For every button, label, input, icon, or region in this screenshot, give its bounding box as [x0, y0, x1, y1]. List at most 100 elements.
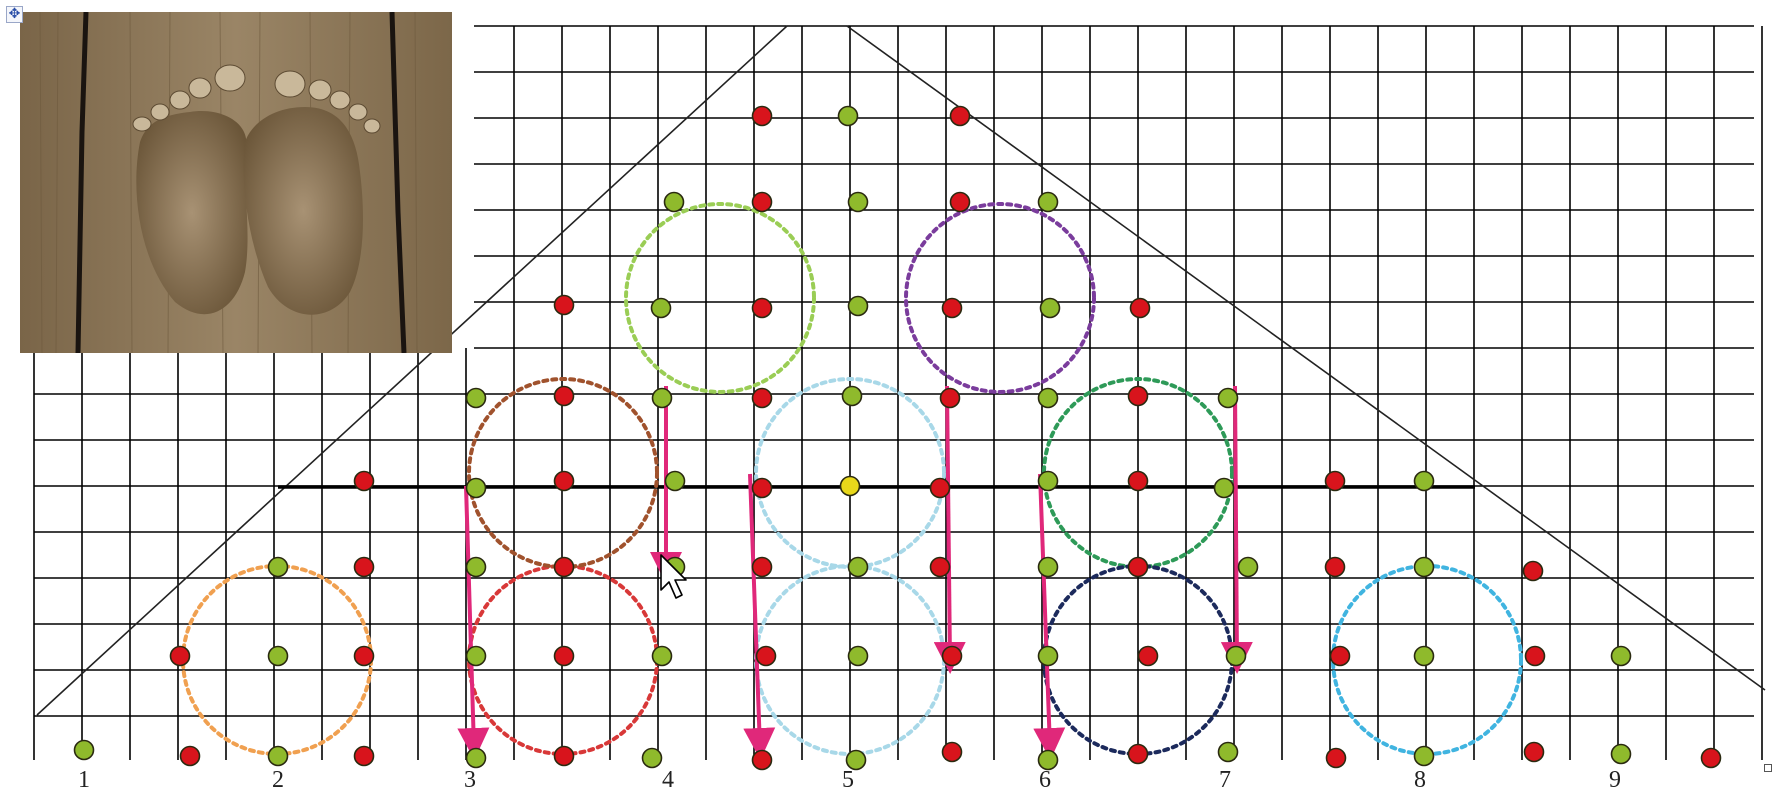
red-dot: [179, 745, 201, 767]
green-dot: [650, 297, 672, 319]
green-dot: [465, 747, 487, 769]
red-dot: [939, 387, 961, 409]
arrow: [933, 385, 966, 674]
red-dot: [553, 294, 575, 316]
arrow: [743, 473, 776, 760]
red-dot: [751, 556, 773, 578]
red-dot: [949, 191, 971, 213]
green-dot: [1610, 743, 1632, 765]
green-dot: [267, 556, 289, 578]
number-label-5: 5: [842, 767, 854, 793]
green-dot: [1213, 477, 1235, 499]
red-dot: [1127, 385, 1149, 407]
red-dot: [553, 645, 575, 667]
red-dot: [751, 105, 773, 127]
red-dot: [751, 387, 773, 409]
green-dot: [641, 747, 663, 769]
red-dot: [1522, 560, 1544, 582]
green-dot: [1413, 556, 1435, 578]
green-dot: [847, 556, 869, 578]
red-dot: [353, 745, 375, 767]
resize-handle[interactable]: [1764, 764, 1772, 772]
red-dot: [1127, 556, 1149, 578]
green-dot: [73, 739, 95, 761]
green-dot: [1217, 387, 1239, 409]
number-label-1: 1: [78, 767, 90, 793]
green-dot: [847, 645, 869, 667]
red-dot: [353, 556, 375, 578]
move-handle[interactable]: ✥: [6, 6, 23, 23]
red-dot: [353, 645, 375, 667]
green-dot: [267, 645, 289, 667]
mouse-pointer-icon: [660, 554, 687, 599]
green-dot: [651, 387, 673, 409]
red-dot: [1524, 645, 1546, 667]
green-dot: [837, 105, 859, 127]
red-dot: [553, 556, 575, 578]
green-dot: [465, 477, 487, 499]
red-dot: [941, 297, 963, 319]
green-dot: [465, 556, 487, 578]
red-dot: [1325, 747, 1347, 769]
red-dot: [929, 477, 951, 499]
number-label-8: 8: [1414, 767, 1426, 793]
green-dot: [465, 645, 487, 667]
red-dot: [353, 470, 375, 492]
green-dot: [1037, 556, 1059, 578]
green-dot: [663, 191, 685, 213]
green-dot: [1037, 191, 1059, 213]
yellow-dot: [839, 475, 861, 497]
green-dot: [664, 470, 686, 492]
green-dot: [841, 385, 863, 407]
green-dot: [1225, 645, 1247, 667]
arrow: [457, 485, 490, 760]
red-dot: [751, 191, 773, 213]
green-dot: [267, 745, 289, 767]
red-dot: [1329, 645, 1351, 667]
red-dot: [1324, 556, 1346, 578]
red-dot: [1324, 470, 1346, 492]
green-dot: [845, 749, 867, 771]
red-dot: [1129, 297, 1151, 319]
red-dot: [553, 470, 575, 492]
number-label-3: 3: [464, 767, 476, 793]
red-dot: [949, 105, 971, 127]
circle-purple: [904, 202, 1096, 394]
red-dot: [553, 745, 575, 767]
green-dot: [1039, 297, 1061, 319]
triangle-right-side: [846, 25, 1766, 691]
green-dot: [847, 295, 869, 317]
circle-light-green: [624, 202, 816, 394]
red-dot: [751, 477, 773, 499]
red-dot: [1127, 470, 1149, 492]
red-dot: [941, 645, 963, 667]
red-dot: [1137, 645, 1159, 667]
red-dot: [1700, 747, 1722, 769]
red-dot: [169, 645, 191, 667]
arrow: [1033, 473, 1066, 760]
green-dot: [1217, 741, 1239, 763]
red-dot: [941, 741, 963, 763]
green-dot: [847, 191, 869, 213]
green-dot: [1413, 745, 1435, 767]
green-dot: [1037, 645, 1059, 667]
arrow: [1220, 385, 1253, 674]
green-dot: [1037, 387, 1059, 409]
red-dot: [1523, 741, 1545, 763]
red-dot: [553, 385, 575, 407]
number-label-7: 7: [1219, 767, 1231, 793]
green-dot: [1413, 645, 1435, 667]
footprints-photo: [20, 12, 452, 353]
number-label-6: 6: [1039, 767, 1051, 793]
number-label-4: 4: [662, 767, 674, 793]
red-dot: [751, 297, 773, 319]
green-dot: [651, 645, 673, 667]
green-dot: [1237, 556, 1259, 578]
red-dot: [751, 749, 773, 771]
green-dot: [1610, 645, 1632, 667]
number-label-9: 9: [1609, 767, 1621, 793]
green-dot: [465, 387, 487, 409]
green-dot: [1037, 470, 1059, 492]
